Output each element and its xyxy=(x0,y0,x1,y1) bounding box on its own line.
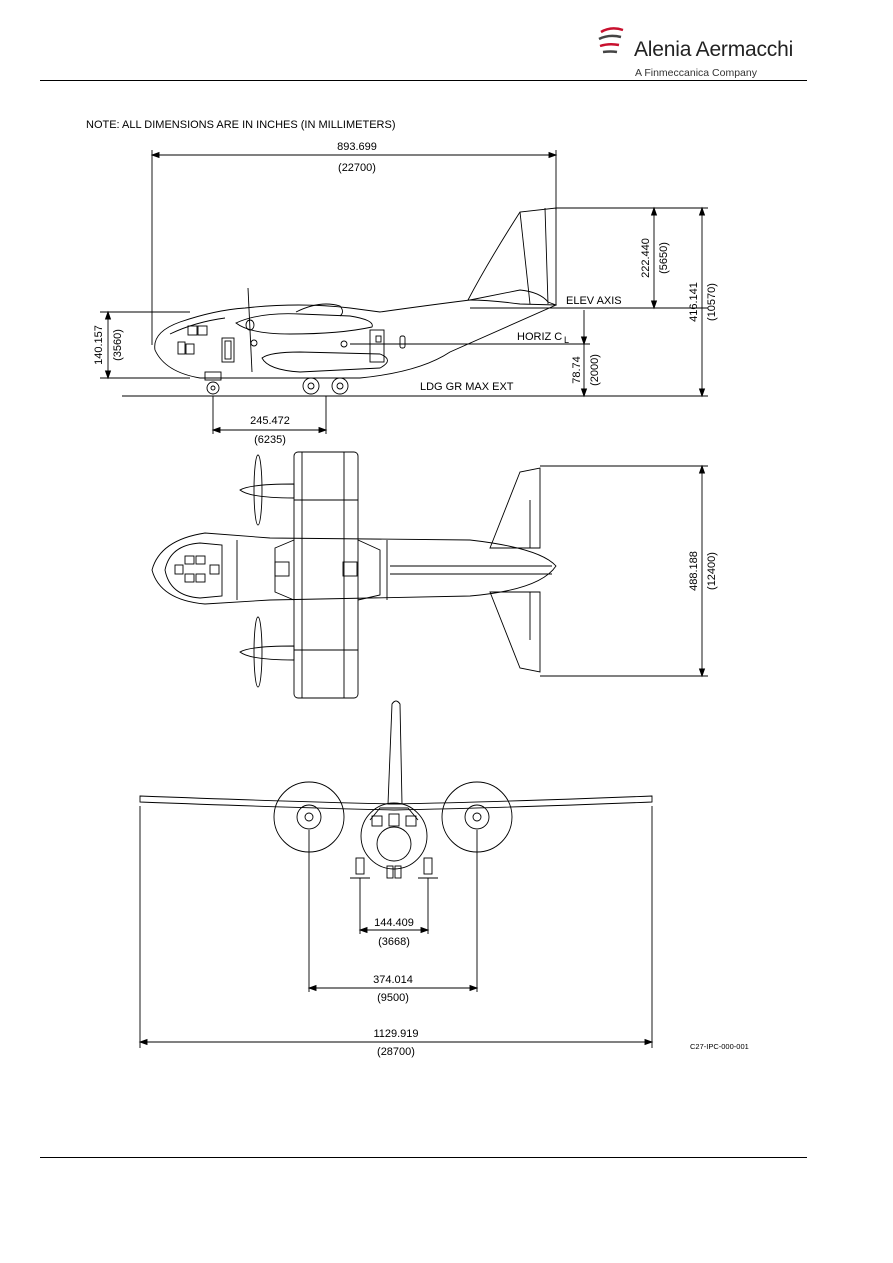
fuselage-height-label: 140.157 xyxy=(93,325,105,365)
wheelbase-label: 245.472 xyxy=(250,415,290,427)
horiz-cl-subscript: L xyxy=(564,335,569,345)
footer-rule xyxy=(40,1157,807,1158)
tail-height-mm-label: (5650) xyxy=(658,242,670,274)
wheel-track-mm-label: (3668) xyxy=(378,936,410,948)
prop-spacing-label: 374.014 xyxy=(373,974,413,986)
dimension-note: NOTE: ALL DIMENSIONS ARE IN INCHES (IN M… xyxy=(86,119,396,131)
prop-spacing-mm-label: (9500) xyxy=(377,992,409,1004)
side-view xyxy=(100,150,708,434)
tail-height-label: 222.440 xyxy=(640,238,652,278)
wheelbase-mm-label: (6235) xyxy=(254,434,286,446)
overall-length-mm-label: (22700) xyxy=(338,162,376,174)
propeller-swoosh-logo-icon xyxy=(598,27,624,54)
overall-length-label: 893.699 xyxy=(337,141,377,153)
tailplane-span-mm-label: (12400) xyxy=(706,552,718,590)
wheel-track-label: 144.409 xyxy=(374,917,414,929)
brand-name: Alenia Aermacchi xyxy=(634,38,794,61)
header-rule xyxy=(40,80,807,81)
front-view xyxy=(138,700,654,1048)
figure-id-label: C27-IPC-000-001 xyxy=(690,1042,749,1051)
wing-span-mm-label: (28700) xyxy=(377,1046,415,1058)
elev-axis-label: ELEV AXIS xyxy=(566,295,622,307)
horiz-cl-label: HORIZ C xyxy=(517,331,562,343)
total-height-mm-label: (10570) xyxy=(706,283,718,321)
fuselage-height-mm-label: (3560) xyxy=(112,329,124,361)
tailplane-span-label: 488.188 xyxy=(688,551,700,591)
top-view xyxy=(151,451,708,699)
wing-span-label: 1129.919 xyxy=(373,1028,418,1040)
ldg-gr-label: LDG GR MAX EXT xyxy=(420,381,514,393)
ground-clearance-label: 78.74 xyxy=(571,356,583,384)
brand-tagline: A Finmeccanica Company xyxy=(635,67,757,79)
total-height-label: 416.141 xyxy=(688,282,700,322)
ground-clearance-mm-label: (2000) xyxy=(589,354,601,386)
